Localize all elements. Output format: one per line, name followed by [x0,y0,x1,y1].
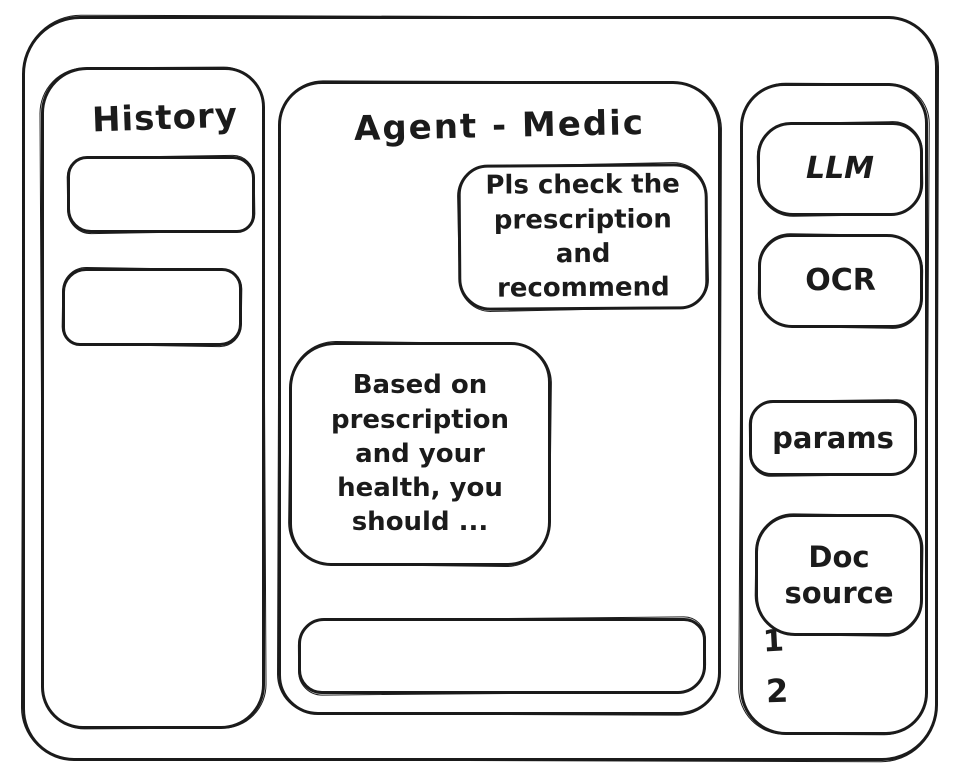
agent-message-bubble: Based on prescription and your health, y… [289,342,551,566]
history-title: History [91,95,239,141]
doc-source-item-1[interactable]: 1 [762,623,785,660]
doc-source-button[interactable]: Doc source [755,514,923,636]
app-window-frame: History Agent - Medic Pls check the pres… [22,16,938,761]
message-input[interactable] [315,627,693,685]
agent-message-text: Based on prescription and your health, y… [330,370,509,538]
message-input-bar[interactable] [298,618,706,694]
chat-title: Agent - Medic [353,102,646,150]
llm-button[interactable]: LLM [757,122,923,216]
tools-panel: LLM OCR params Doc source 1 2 [740,83,928,735]
history-panel: History [41,67,265,729]
ocr-button[interactable]: OCR [758,234,923,328]
history-item[interactable] [62,268,242,346]
chat-panel: Agent - Medic Pls check the prescription… [278,81,721,715]
params-button[interactable]: params [749,400,917,476]
history-item[interactable] [67,156,255,233]
user-message-text: Pls check the prescription and recommend [485,169,680,304]
doc-source-item-2[interactable]: 2 [765,671,789,711]
user-message-bubble: Pls check the prescription and recommend [457,163,709,311]
